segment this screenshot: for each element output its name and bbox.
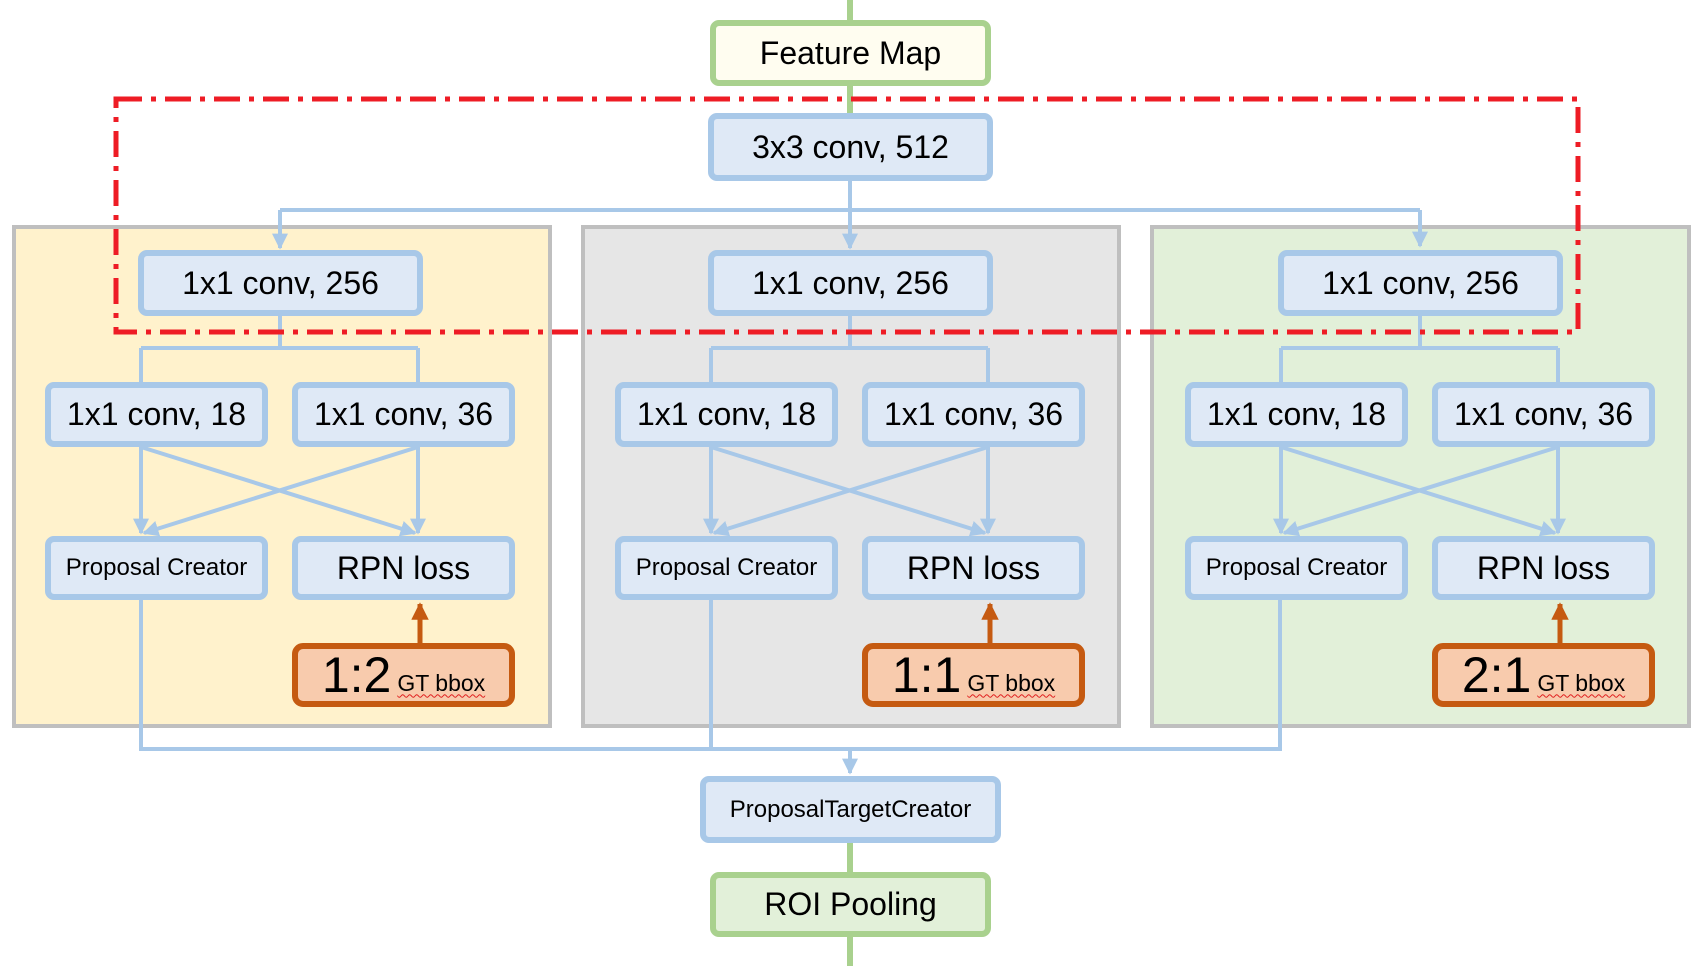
conv256-right: 1x1 conv, 256 — [1278, 250, 1563, 316]
rpn-loss-middle: RPN loss — [862, 536, 1085, 600]
aspect-ratio-label: 1:1 — [891, 647, 962, 703]
gt-bbox-label: GT bbox — [1537, 669, 1626, 696]
conv36-left: 1x1 conv, 36 — [292, 382, 515, 447]
connector-conv36-to-pc-right — [1282, 445, 1559, 537]
roi-pooling-node: ROI Pooling — [710, 872, 991, 937]
proposal-creator-left: Proposal Creator — [45, 536, 268, 600]
conv36-right: 1x1 conv, 36 — [1432, 382, 1655, 447]
conv256-left: 1x1 conv, 256 — [138, 250, 423, 316]
shared-layers-dashed-box — [113, 96, 1581, 335]
conv3x3-node: 3x3 conv, 512 — [708, 113, 993, 181]
conv256-middle: 1x1 conv, 256 — [708, 250, 993, 316]
conv18-left: 1x1 conv, 18 — [45, 382, 268, 447]
proposal-creator-right: Proposal Creator — [1185, 536, 1408, 600]
connector-conv36-to-pc-left — [142, 445, 419, 537]
feature-map-node: Feature Map — [710, 20, 991, 86]
connector-conv36-to-pc-middle — [712, 445, 989, 537]
aspect-ratio-label: 1:2 — [321, 647, 392, 703]
rpn-loss-left: RPN loss — [292, 536, 515, 600]
aspect-ratio-label: 2:1 — [1461, 647, 1532, 703]
conv36-middle: 1x1 conv, 36 — [862, 382, 1085, 447]
rpn-loss-right: RPN loss — [1432, 536, 1655, 600]
conv18-middle: 1x1 conv, 18 — [615, 382, 838, 447]
gt-bbox-label: GT bbox — [397, 669, 486, 696]
gt-bbox-label: GT bbox — [967, 669, 1056, 696]
conv18-right: 1x1 conv, 18 — [1185, 382, 1408, 447]
proposal-creator-middle: Proposal Creator — [615, 536, 838, 600]
proposal-target-creator-node: ProposalTargetCreator — [700, 776, 1001, 843]
